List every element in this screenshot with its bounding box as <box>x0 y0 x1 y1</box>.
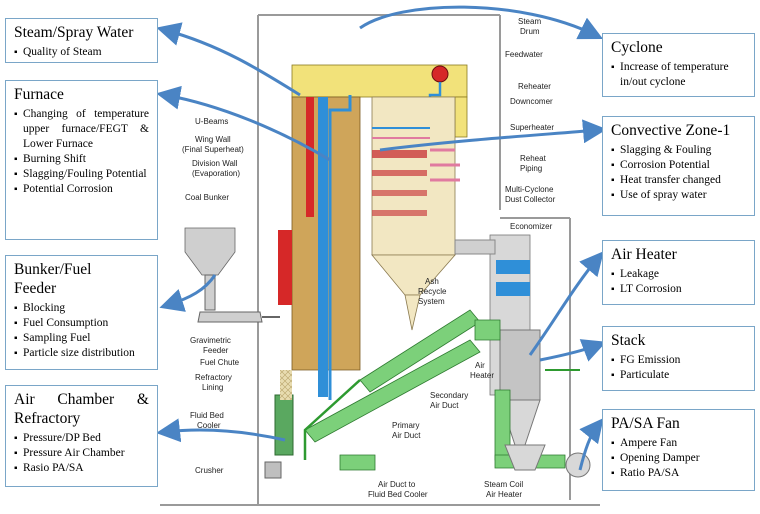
callout-item: Burning Shift <box>14 152 149 167</box>
label-ash-2: Recycle <box>418 287 447 296</box>
label-primary-2: Air Duct <box>392 431 421 440</box>
callout-arrows <box>156 5 607 471</box>
callout-bunker: Bunker/Fuel Feeder Blocking Fuel Consump… <box>5 255 158 370</box>
callout-title: Furnace <box>14 86 64 103</box>
label-wingwall: Wing Wall <box>195 135 231 144</box>
burner-red <box>278 230 292 305</box>
label-multicyclone: Multi-Cyclone <box>505 185 554 194</box>
label-superheater: Superheater <box>510 123 554 132</box>
callout-pasa-fan: PA/SA Fan Ampere Fan Opening Damper Rati… <box>602 409 755 491</box>
callout-steam-spray: Steam/Spray Water Quality of Steam <box>5 18 158 63</box>
label-reheat-piping-2: Piping <box>520 164 542 173</box>
label-ash: Ash <box>425 277 439 286</box>
label-steam-drum: Steam <box>518 17 541 26</box>
label-secondary-2: Air Duct <box>430 401 459 410</box>
callout-title-2: Feeder <box>14 280 57 297</box>
callout-item: Potential Corrosion <box>14 182 149 197</box>
callout-item: Pressure Air Chamber <box>14 446 149 461</box>
callout-title: Bunker/Fuel <box>14 261 92 278</box>
callout-item: Quality of Steam <box>14 45 149 60</box>
callout-item: Corrosion Potential <box>611 158 746 173</box>
callout-air-heater: Air Heater Leakage LT Corrosion <box>602 240 755 305</box>
callout-stack: Stack FG Emission Particulate <box>602 326 755 391</box>
callout-item: LT Corrosion <box>611 282 746 297</box>
callout-title: Steam/Spray Water <box>14 24 134 41</box>
label-airheater-2: Heater <box>470 371 494 380</box>
secondary-air-line <box>303 379 361 460</box>
label-multicyclone-2: Dust Collector <box>505 195 556 204</box>
label-gravimetric: Gravimetric <box>190 336 231 345</box>
label-airheater: Air <box>475 361 485 370</box>
callout-item: Ratio PA/SA <box>611 466 746 481</box>
callout-title: Stack <box>611 332 646 349</box>
callout-air-chamber: Air Chamber & Refractory Pressure/DP Bed… <box>5 385 158 487</box>
label-airduct: Air Duct to <box>378 480 416 489</box>
coal-bunker <box>184 227 280 323</box>
callout-item: Slagging/Fouling Potential <box>14 167 149 182</box>
label-wingwall-2: (Final Superheat) <box>182 145 244 154</box>
callout-item: Increase of temperature in/out cyclone <box>611 60 746 90</box>
label-coal-bunker: Coal Bunker <box>185 193 229 202</box>
callout-title: PA/SA Fan <box>611 415 680 432</box>
fan-hopper <box>504 444 546 471</box>
label-secondary: Secondary <box>430 391 468 400</box>
callout-item: Rasio PA/SA <box>14 461 149 476</box>
label-economizer: Economizer <box>510 222 553 231</box>
callout-title: Cyclone <box>611 39 663 56</box>
convective-pass <box>371 96 460 331</box>
callout-title: Air Heater <box>611 246 677 263</box>
label-ash-3: System <box>418 297 445 306</box>
callout-furnace: Furnace Changing of temperature upper fu… <box>5 80 158 240</box>
callout-item: Blocking <box>14 301 149 316</box>
label-division-2: (Evaporation) <box>192 169 240 178</box>
callout-item: Particulate <box>611 368 746 383</box>
label-refractory: Refractory <box>195 373 232 382</box>
label-steamcoil: Steam Coil <box>484 480 523 489</box>
label-fluidbed: Fluid Bed <box>190 411 224 420</box>
callout-title-2: Refractory <box>14 410 81 427</box>
label-gravimetric-2: Feeder <box>203 346 229 355</box>
callout-convective: Convective Zone-1 Slagging & Fouling Cor… <box>602 116 755 216</box>
crusher-box <box>264 461 282 479</box>
label-fluidbed-2: Cooler <box>197 421 221 430</box>
callout-item: Use of spray water <box>611 188 746 203</box>
callout-item: Changing of temperature upper furnace/FE… <box>14 107 149 152</box>
wing-wall-tube <box>306 97 314 217</box>
label-crusher: Crusher <box>195 466 224 475</box>
steam-drum <box>431 65 449 83</box>
gas-duct-to-economizer <box>454 239 496 255</box>
label-ubeams: U-Beams <box>195 117 228 126</box>
label-primary: Primary <box>392 421 420 430</box>
callout-item: Opening Damper <box>611 451 746 466</box>
callout-item: Slagging & Fouling <box>611 143 746 158</box>
label-refractory-2: Lining <box>202 383 223 392</box>
callout-item: Fuel Consumption <box>14 316 149 331</box>
label-reheat-piping: Reheat <box>520 154 547 163</box>
refractory-lining <box>280 370 292 400</box>
pasa-fan <box>565 452 591 478</box>
label-downcomer: Downcomer <box>510 97 553 106</box>
callout-item: Leakage <box>611 267 746 282</box>
label-fuel-chute: Fuel Chute <box>200 358 240 367</box>
label-division: Division Wall <box>192 159 238 168</box>
riser-pipe <box>328 95 352 400</box>
label-airduct-2: Fluid Bed Cooler <box>368 490 428 499</box>
building-frame <box>160 14 600 506</box>
callout-title: Air Chamber & <box>14 391 149 408</box>
label-steamcoil-2: Air Heater <box>486 490 522 499</box>
label-feedwater: Feedwater <box>505 50 543 59</box>
callout-item: FG Emission <box>611 353 746 368</box>
callout-item: Sampling Fuel <box>14 331 149 346</box>
callout-item: Heat transfer changed <box>611 173 746 188</box>
callout-item: Pressure/DP Bed <box>14 431 149 446</box>
division-wall-tube <box>318 97 328 397</box>
label-steam-drum-2: Drum <box>520 27 540 36</box>
callout-item: Particle size distribution <box>14 346 149 361</box>
callout-cyclone: Cyclone Increase of temperature in/out c… <box>602 33 755 97</box>
callout-item: Ampere Fan <box>611 436 746 451</box>
label-reheater: Reheater <box>518 82 551 91</box>
callout-title: Convective Zone-1 <box>611 122 731 139</box>
